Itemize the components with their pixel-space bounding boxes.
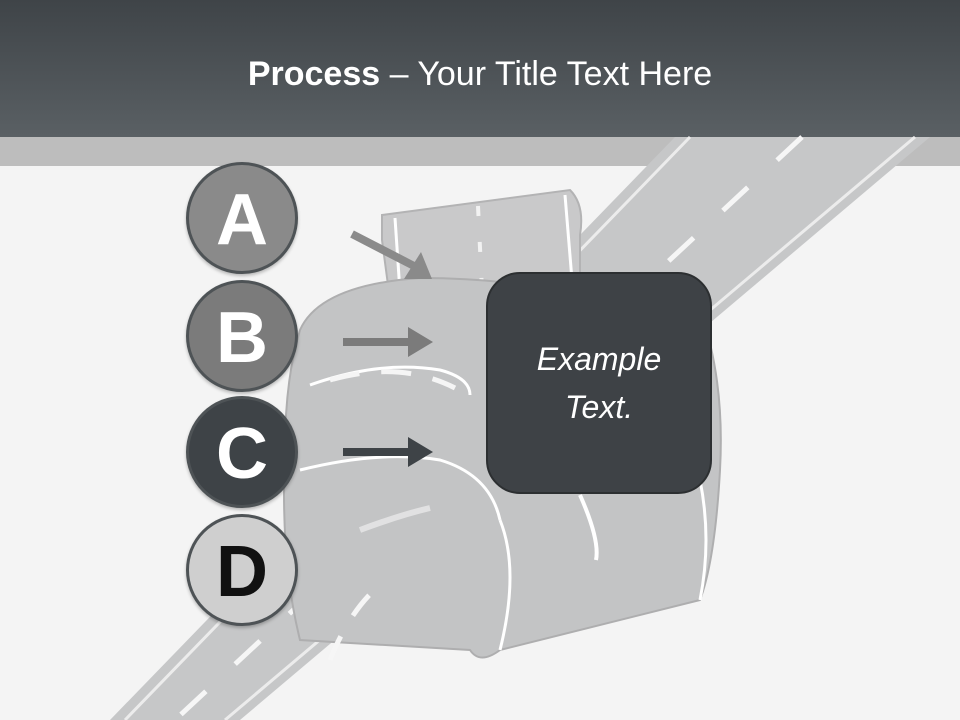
step-letter: A xyxy=(216,180,268,260)
title-bar xyxy=(0,0,960,137)
example-text-box: Example Text. xyxy=(486,272,712,494)
arrow-b xyxy=(343,327,433,357)
example-text-line-2: Text. xyxy=(564,389,634,425)
arrow-a xyxy=(350,230,432,279)
step-circle-a: A xyxy=(186,162,298,274)
step-letter: D xyxy=(216,532,268,612)
arrow-c xyxy=(343,437,433,467)
step-circle-d: D xyxy=(186,514,298,626)
slide-title: Process – Your Title Text Here xyxy=(0,52,960,96)
step-letter: B xyxy=(216,298,268,378)
title-bold: Process xyxy=(247,55,381,93)
title-rest: – Your Title Text Here xyxy=(380,55,713,93)
step-circle-b: B xyxy=(186,280,298,392)
step-circle-c: C xyxy=(186,396,298,508)
step-letter: C xyxy=(216,414,268,494)
example-text-line-1: Example xyxy=(536,341,662,377)
